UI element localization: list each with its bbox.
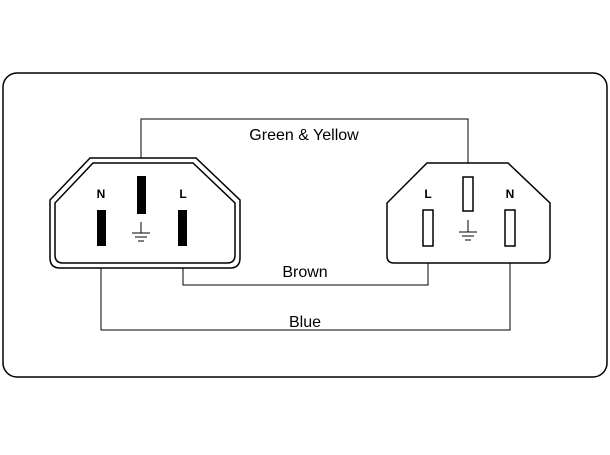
- neutral-wire-label: Blue: [289, 314, 321, 331]
- right-connector: L N: [386, 162, 551, 264]
- left-ground-icon: [132, 222, 150, 242]
- right-live-pin-label: L: [424, 187, 431, 201]
- right-earth-pin: [462, 176, 474, 212]
- earth-wire: [140, 118, 469, 178]
- left-connector-inner-outline: [54, 162, 236, 264]
- right-ground-icon: [459, 220, 477, 241]
- neutral-wire: [100, 245, 511, 331]
- left-earth-pin: [137, 176, 146, 214]
- left-neutral-pin: [97, 210, 106, 246]
- right-live-pin: [422, 209, 434, 247]
- earth-wire-label: Green & Yellow: [249, 127, 359, 144]
- live-wire-label: Brown: [282, 264, 327, 281]
- left-connector: N L: [49, 157, 241, 269]
- right-neutral-pin: [504, 209, 516, 247]
- left-live-pin-label: L: [179, 187, 186, 201]
- left-live-pin: [178, 210, 187, 246]
- diagram-frame: [2, 72, 608, 378]
- left-neutral-pin-label: N: [97, 187, 106, 201]
- right-neutral-pin-label: N: [506, 187, 515, 201]
